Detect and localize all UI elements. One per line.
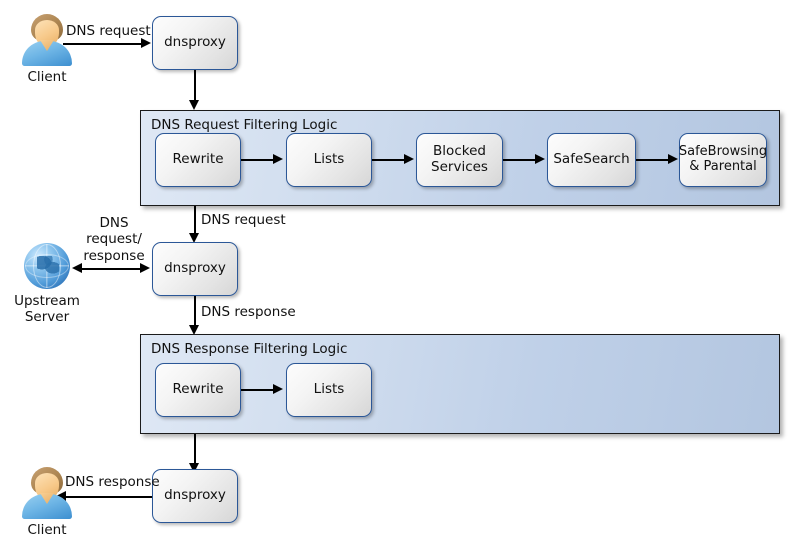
user-avatar-icon	[20, 14, 74, 66]
node-resp-lists-label: Lists	[313, 381, 345, 398]
node-resp-rewrite[interactable]: Rewrite	[155, 363, 241, 417]
edge-respfilter-to-proxy-line	[194, 434, 196, 466]
edge-blocked-to-safesearch-line	[503, 159, 537, 161]
edge-proxy-to-reqfilter-line	[194, 70, 196, 102]
avatar-collar	[40, 40, 54, 51]
node-dnsproxy-top-label: dnsproxy	[164, 34, 226, 51]
edge-client-to-proxy-arrowhead	[141, 38, 151, 48]
edge-lists-to-blocked-arrowhead	[404, 154, 414, 164]
edge-blocked-to-safesearch-arrowhead	[535, 154, 545, 164]
edge-label-proxy-to-request-filter: DNS request	[201, 212, 286, 228]
edge-label-upstream-exchange: DNS request/ response	[83, 215, 145, 264]
edge-proxy-to-respfilter-arrowhead	[189, 325, 199, 335]
node-req-blocked-services-label: Blocked Services	[431, 143, 488, 175]
node-req-rewrite-label: Rewrite	[172, 151, 224, 168]
node-req-lists-label: Lists	[313, 151, 345, 168]
edge-safesearch-to-safebrowsing-line	[636, 159, 670, 161]
edge-upstream-exchange-arrowhead-right	[140, 263, 150, 273]
edge-label-client-to-proxy: DNS request	[66, 23, 151, 39]
edge-lists-to-blocked-line	[372, 159, 406, 161]
edge-proxy-to-respfilter-line	[194, 296, 196, 327]
edge-rewrite-to-lists-line	[241, 159, 275, 161]
container-response-filtering-title: DNS Response Filtering Logic	[151, 341, 348, 357]
container-request-filtering-title: DNS Request Filtering Logic	[151, 117, 338, 133]
node-req-lists[interactable]: Lists	[286, 133, 372, 187]
node-req-safesearch-label: SafeSearch	[553, 151, 630, 168]
client-top-label: Client	[27, 69, 67, 85]
node-req-safesearch[interactable]: SafeSearch	[547, 133, 636, 187]
edge-resp-rewrite-to-lists-arrowhead	[273, 384, 283, 394]
node-req-rewrite[interactable]: Rewrite	[155, 133, 241, 187]
globe-icon	[24, 243, 70, 289]
node-req-safebrowsing-parental[interactable]: SafeBrowsing & Parental	[679, 133, 767, 187]
edge-proxy-to-client-line	[64, 496, 152, 498]
node-resp-rewrite-label: Rewrite	[172, 381, 224, 398]
edge-safesearch-to-safebrowsing-arrowhead	[668, 154, 678, 164]
edge-upstream-exchange-arrowhead-left	[72, 263, 82, 273]
edge-reqfilter-to-proxy-line	[194, 206, 196, 236]
node-dnsproxy-mid[interactable]: dnsproxy	[152, 242, 238, 296]
edge-proxy-to-client-arrowhead	[56, 491, 66, 501]
upstream-server-label: Upstream Server	[14, 293, 80, 326]
edge-reqfilter-to-proxy-arrowhead	[189, 233, 199, 243]
edge-resp-rewrite-to-lists-line	[241, 389, 275, 391]
edge-client-to-proxy-line	[63, 43, 143, 45]
container-response-filtering: DNS Response Filtering Logic	[140, 334, 780, 434]
node-dnsproxy-bottom-label: dnsproxy	[164, 487, 226, 504]
edge-label-proxy-to-response-filter: DNS response	[201, 304, 296, 320]
node-dnsproxy-bottom[interactable]: dnsproxy	[152, 469, 238, 523]
node-dnsproxy-top[interactable]: dnsproxy	[152, 16, 238, 70]
avatar-collar	[40, 493, 54, 504]
node-req-blocked-services[interactable]: Blocked Services	[416, 133, 503, 187]
edge-proxy-to-reqfilter-arrowhead	[189, 100, 199, 110]
client-bottom-label: Client	[27, 522, 67, 538]
node-resp-lists[interactable]: Lists	[286, 363, 372, 417]
edge-label-proxy-to-client: DNS response	[65, 474, 160, 490]
node-dnsproxy-mid-label: dnsproxy	[164, 260, 226, 277]
globe-landmass	[37, 256, 59, 275]
edge-upstream-exchange-line	[80, 268, 146, 270]
node-req-safebrowsing-parental-label: SafeBrowsing & Parental	[678, 144, 768, 174]
edge-rewrite-to-lists-arrowhead	[273, 154, 283, 164]
edge-respfilter-to-proxy-arrowhead	[189, 463, 199, 473]
user-avatar-icon-bottom	[20, 467, 74, 519]
